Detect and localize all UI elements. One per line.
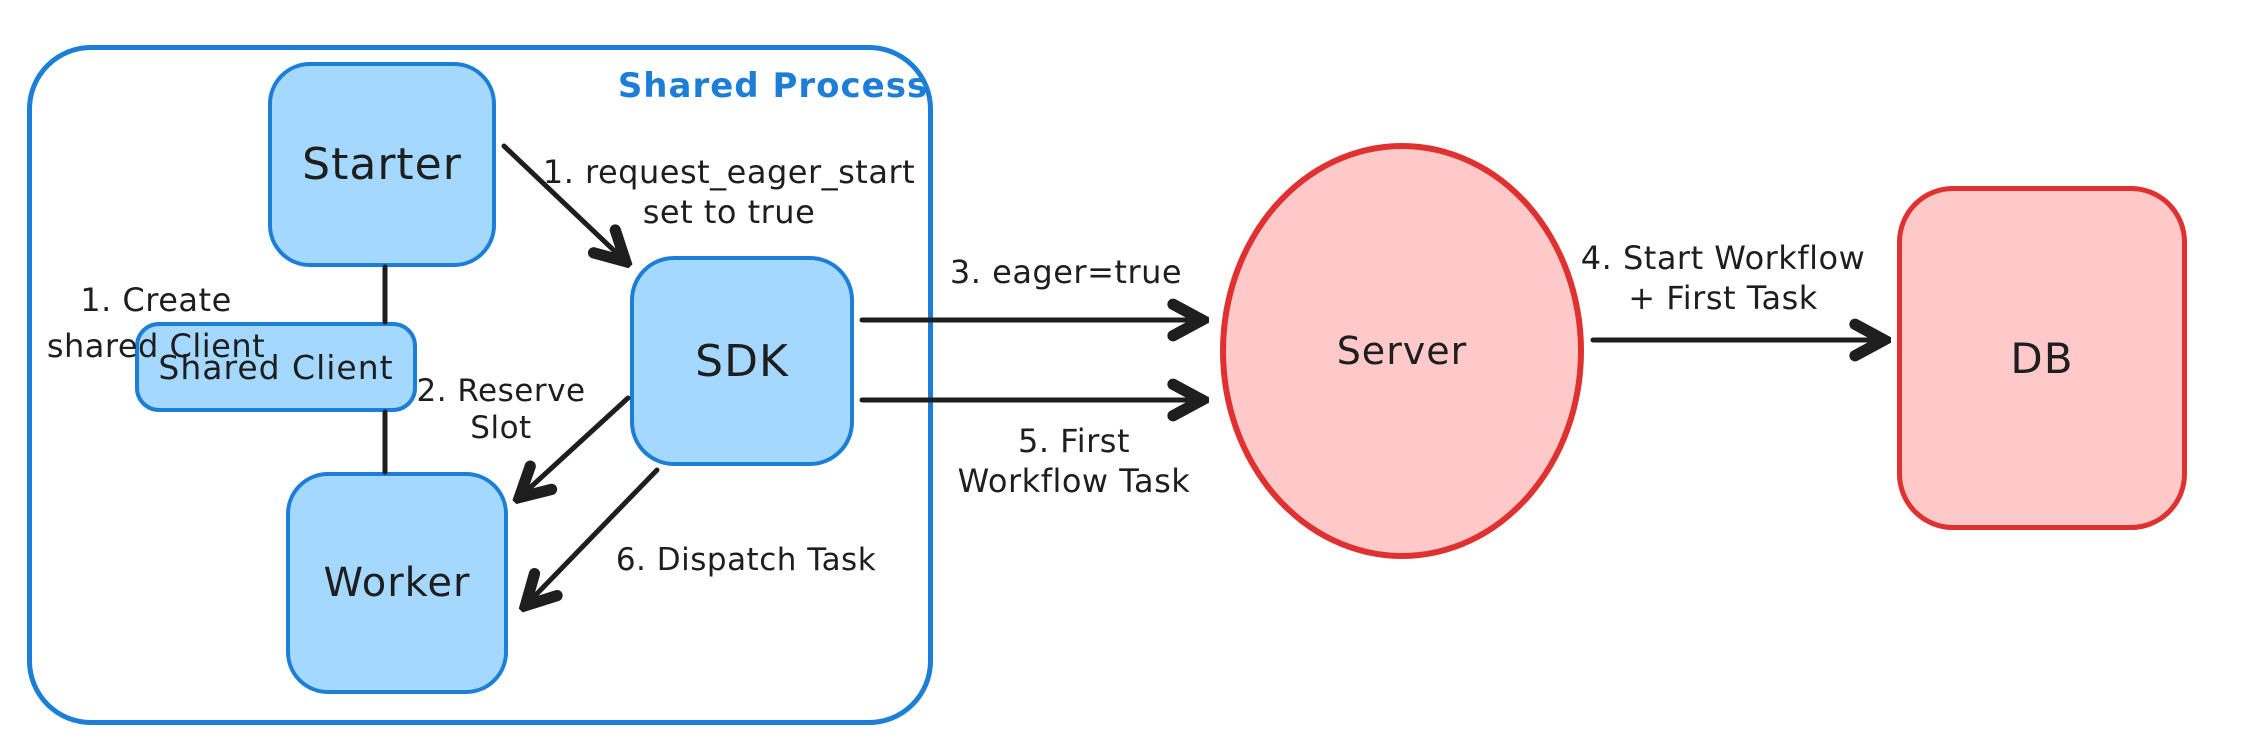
annotation-line: 4. Start Workflow [1580, 239, 1866, 277]
annotation-line: 5. First [1017, 422, 1131, 460]
annotation-line: 1. request_eager_start [542, 153, 916, 191]
node-sdk: SDK [630, 256, 854, 466]
node-sdk-label: SDK [695, 335, 789, 387]
annotation-eager-true: 3. eager=true [950, 252, 1182, 292]
annotation-line: set to true [642, 193, 816, 231]
annotation-line: 1. Create [80, 281, 232, 319]
node-worker-label: Worker [323, 560, 471, 606]
annotation-line: + First Task [1628, 279, 1818, 317]
node-shared-client-label: Shared Client [158, 347, 394, 387]
node-server: Server [1220, 143, 1584, 559]
annotation-line: 6. Dispatch Task [615, 542, 877, 578]
node-starter-label: Starter [302, 139, 462, 190]
shared-process-container [27, 45, 933, 725]
annotation-line: 3. eager=true [949, 253, 1183, 291]
annotation-create-shared-client: 1. Create shared Client [47, 277, 265, 369]
annotation-line: Slot [470, 410, 532, 446]
annotation-dispatch-task: 6. Dispatch Task [616, 540, 876, 580]
node-starter: Starter [268, 62, 496, 267]
node-db-label: DB [2010, 333, 2074, 383]
annotation-start-workflow: 4. Start Workflow + First Task [1581, 238, 1865, 318]
annotation-request-eager-start: 1. request_eager_start set to true [543, 152, 915, 232]
node-server-label: Server [1336, 329, 1468, 373]
shared-process-label: Shared Process [617, 66, 929, 106]
annotation-line: Workflow Task [957, 462, 1191, 500]
annotation-first-workflow-task: 5. First Workflow Task [958, 421, 1191, 501]
annotation-reserve-slot: 2. Reserve Slot [416, 373, 585, 447]
node-shared-client: Shared Client [135, 322, 417, 412]
node-db: DB [1897, 186, 2187, 530]
node-worker: Worker [286, 472, 508, 694]
annotation-line: 2. Reserve [416, 373, 586, 409]
annotation-line: shared Client [46, 327, 266, 365]
